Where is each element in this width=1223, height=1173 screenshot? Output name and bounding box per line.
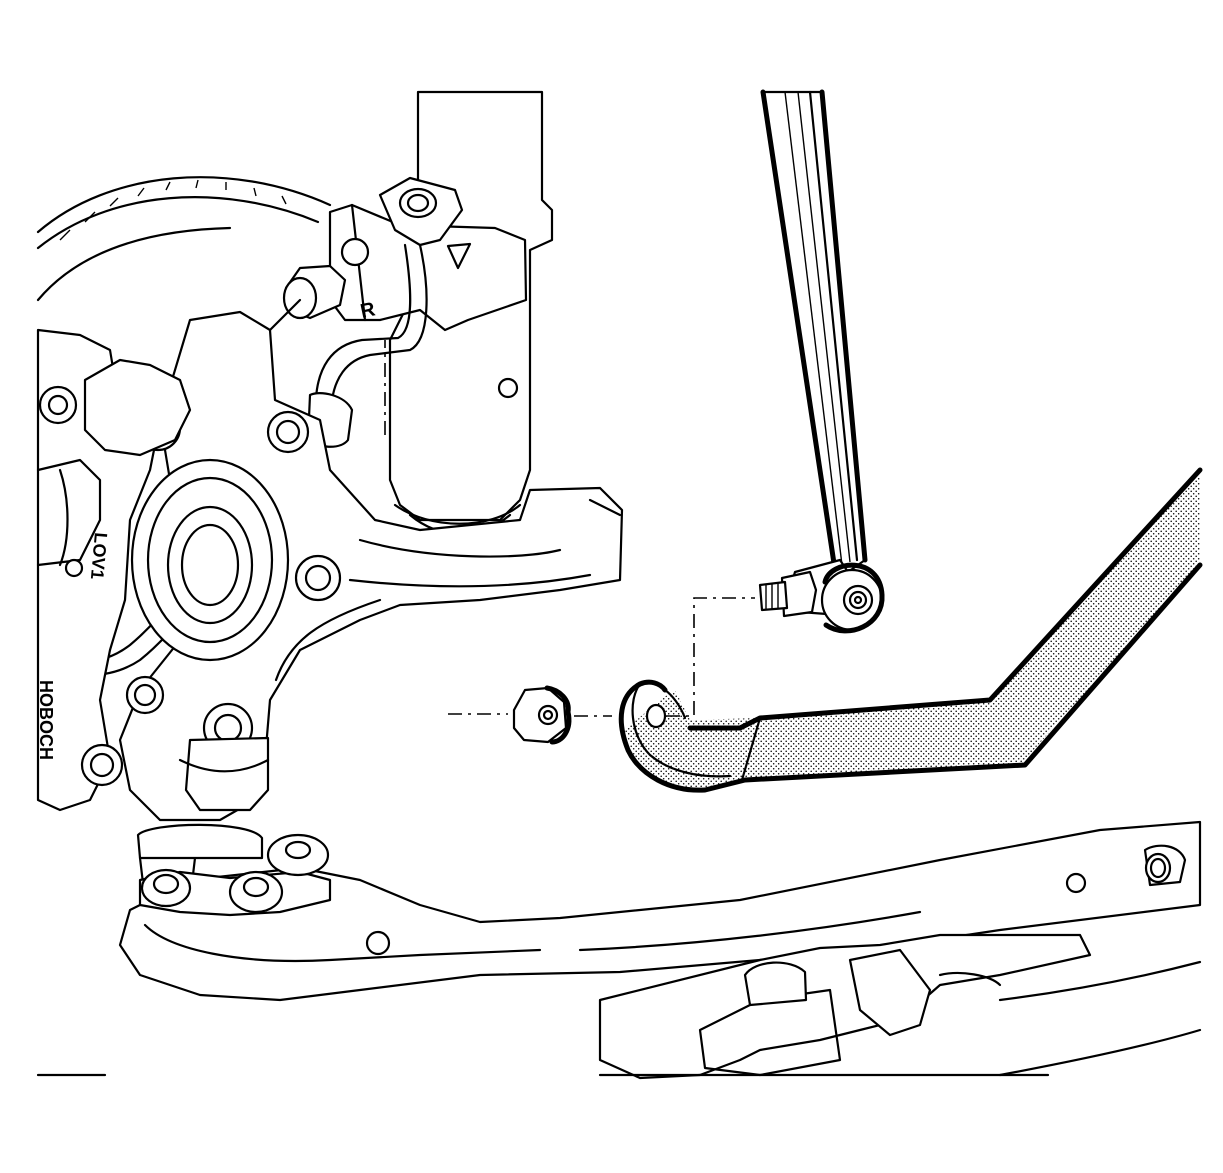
sub-frame [36, 844, 1202, 1080]
brake-caliper: LOV1 HOBOCH [36, 328, 192, 812]
strut-assembly: R [282, 90, 554, 535]
stabilizer-bar [618, 467, 1203, 793]
caliper-marking-upper: LOV1 [87, 532, 111, 581]
lower-control-arm [118, 820, 1202, 1002]
stabilizer-link [758, 89, 885, 634]
stabilizer-link-nut [512, 685, 572, 745]
caliper-marking-lower: HOBOCH [36, 680, 56, 760]
brake-rotor [36, 176, 332, 302]
steering-knuckle [118, 298, 624, 822]
installation-centerlines [384, 340, 755, 717]
strut-bracket-letter: R [358, 298, 377, 323]
